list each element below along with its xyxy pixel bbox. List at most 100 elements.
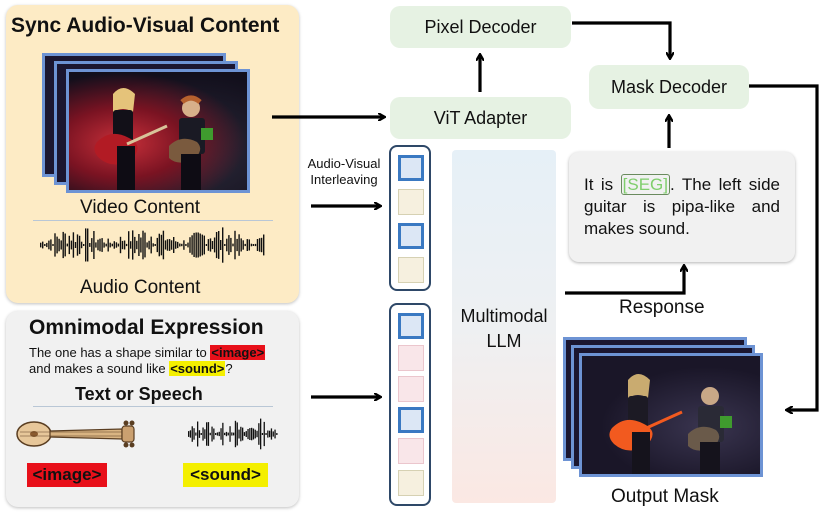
waveform-bar bbox=[193, 428, 195, 440]
waveform-bar bbox=[198, 430, 201, 438]
waveform-bar bbox=[240, 238, 242, 252]
waveform-bar bbox=[54, 233, 56, 257]
waveform-bar bbox=[218, 431, 220, 437]
waveform-bar bbox=[248, 239, 250, 251]
waveform-bar bbox=[42, 241, 44, 249]
seg-token: [SEG] bbox=[620, 174, 671, 195]
waveform-bar bbox=[274, 429, 276, 439]
waveform-bar bbox=[207, 422, 210, 446]
waveform-bar bbox=[74, 242, 77, 248]
omni-expression-line-2: and makes a sound like <sound>? bbox=[29, 361, 233, 376]
waveform-bar bbox=[56, 236, 58, 254]
omni-line1-text: The one has a shape similar to bbox=[29, 345, 207, 360]
waveform-bar bbox=[199, 233, 201, 257]
waveform-bar bbox=[44, 244, 46, 246]
waveform-bar bbox=[238, 234, 240, 256]
waveform-bar bbox=[218, 231, 220, 259]
waveform-bar bbox=[247, 429, 249, 440]
expression-token-column bbox=[389, 303, 431, 506]
waveform-bar bbox=[201, 234, 203, 256]
waveform-bar bbox=[256, 430, 258, 438]
waveform-bar bbox=[270, 428, 273, 440]
waveform-bar bbox=[66, 243, 68, 247]
waveform-bar bbox=[185, 244, 187, 246]
waveform-bar bbox=[64, 233, 66, 257]
waveform-bar bbox=[181, 243, 183, 247]
pixel-decoder-box: Pixel Decoder bbox=[390, 6, 571, 48]
waveform-bar bbox=[121, 240, 124, 250]
text-token bbox=[398, 345, 424, 371]
waveform-bar bbox=[254, 429, 256, 439]
waveform-bar bbox=[148, 240, 150, 250]
waveform-bar bbox=[117, 243, 120, 247]
waveform-bar bbox=[213, 428, 215, 440]
waveform-bar bbox=[109, 242, 111, 248]
waveform-bar bbox=[189, 237, 191, 253]
waveform-bar bbox=[72, 232, 75, 258]
omni-line2-suffix: ? bbox=[225, 361, 233, 376]
waveform-bar bbox=[138, 234, 140, 256]
waveform-bar bbox=[258, 423, 260, 445]
sound-chip: <sound> bbox=[183, 463, 268, 487]
audio-waveform bbox=[40, 227, 265, 263]
waveform-bar bbox=[68, 235, 70, 255]
waveform-bar bbox=[206, 422, 208, 446]
waveform-bar bbox=[162, 230, 165, 260]
waveform-bar bbox=[101, 238, 103, 252]
waveform-bar bbox=[244, 243, 246, 247]
waveform-bar bbox=[209, 238, 212, 252]
waveform-bar bbox=[220, 428, 222, 440]
waveform-bar bbox=[230, 237, 232, 253]
omni-line2-text: and makes a sound like bbox=[29, 361, 166, 376]
waveform-bar bbox=[197, 421, 199, 447]
llm-label-line-2: LLM bbox=[486, 331, 522, 351]
video-frame-front bbox=[66, 69, 250, 193]
omni-expression-line-1: The one has a shape similar to <image> bbox=[29, 345, 266, 360]
vit-adapter-box: ViT Adapter bbox=[390, 97, 571, 139]
visual-token bbox=[398, 223, 424, 249]
waveform-bar bbox=[173, 237, 175, 253]
response-text: It is [SEG]. The left side guitar is pip… bbox=[584, 174, 780, 240]
waveform-bar bbox=[177, 241, 179, 249]
sound-waveform-icon bbox=[188, 418, 278, 450]
waveform-bar bbox=[234, 230, 236, 260]
waveform-bar bbox=[70, 240, 73, 250]
waveform-bar bbox=[111, 243, 113, 247]
waveform-bar bbox=[203, 235, 205, 255]
waveform-bar bbox=[191, 426, 193, 442]
waveform-bar bbox=[226, 238, 228, 252]
text-or-speech-label: Text or Speech bbox=[75, 384, 203, 404]
waveform-bar bbox=[123, 240, 126, 250]
mask-decoder-box: Mask Decoder bbox=[589, 65, 749, 109]
waveform-bar bbox=[175, 241, 177, 249]
waveform-bar bbox=[80, 241, 83, 249]
image-token bbox=[398, 313, 424, 339]
output-mask-label: Output Mask bbox=[611, 486, 719, 507]
waveform-bar bbox=[236, 422, 238, 446]
waveform-bar bbox=[276, 433, 278, 435]
waveform-bar bbox=[134, 236, 136, 254]
waveform-bar bbox=[40, 242, 42, 248]
waveform-bar bbox=[252, 244, 255, 246]
waveform-bar bbox=[189, 430, 192, 438]
waveform-bar bbox=[211, 426, 213, 442]
waveform-bar bbox=[207, 239, 210, 251]
waveform-bar bbox=[93, 231, 95, 259]
waveform-bar bbox=[150, 236, 152, 254]
waveform-bar bbox=[234, 420, 237, 448]
waveform-bar bbox=[52, 244, 54, 246]
waveform-bar bbox=[85, 228, 87, 262]
pixel-to-mask-arrow bbox=[572, 21, 670, 58]
image-chip: <image> bbox=[27, 463, 107, 487]
waveform-bar bbox=[256, 239, 259, 251]
waveform-bar bbox=[144, 232, 146, 258]
waveform-bar bbox=[228, 235, 230, 255]
waveform-bar bbox=[222, 227, 224, 263]
waveform-bar bbox=[195, 232, 197, 258]
waveform-bar bbox=[130, 241, 132, 249]
audio-content-label: Audio Content bbox=[80, 277, 201, 298]
waveform-bar bbox=[99, 238, 101, 252]
waveform-bar bbox=[250, 243, 253, 247]
waveform-bar bbox=[195, 432, 197, 436]
waveform-bar bbox=[254, 243, 257, 247]
